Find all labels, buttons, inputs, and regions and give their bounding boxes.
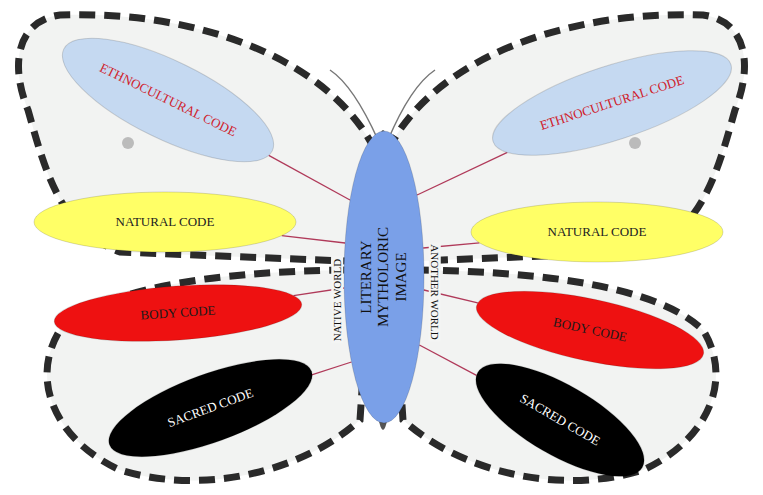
world-label: ANOTHER WORLD (428, 242, 440, 341)
code-ellipse: NATURAL CODE (471, 202, 723, 262)
ellipse-shape (471, 202, 723, 262)
connector-line (269, 155, 350, 200)
world-label: NATIVE WORLD (331, 257, 343, 344)
wing (388, 15, 745, 262)
ellipse-shape (47, 14, 290, 186)
ellipse-shape (482, 29, 743, 177)
code-text: NATURAL CODE (548, 225, 647, 240)
ellipse-shape (34, 192, 296, 252)
ellipse-shape (344, 131, 424, 423)
center-ellipse: LITERARY MYTHOLORIC IMAGE (344, 131, 424, 423)
antenna (330, 70, 378, 140)
antenna (388, 70, 435, 140)
ellipse-shape (52, 277, 303, 348)
connector-line (417, 152, 507, 195)
wing-spot (629, 137, 641, 149)
wing (47, 270, 370, 480)
connector-line (419, 345, 476, 375)
code-text: LITERARY MYTHOLORIC IMAGE (358, 202, 410, 352)
butterfly-wings (18, 15, 744, 481)
connector-line (282, 236, 345, 243)
connector-line (312, 362, 352, 375)
code-ellipse: NATURAL CODE (34, 192, 296, 252)
ellipse-shape (97, 339, 322, 476)
ellipse-shape (460, 342, 660, 495)
wing-spot (122, 137, 134, 149)
code-text: NATURAL CODE (116, 215, 215, 230)
wing (18, 15, 375, 262)
